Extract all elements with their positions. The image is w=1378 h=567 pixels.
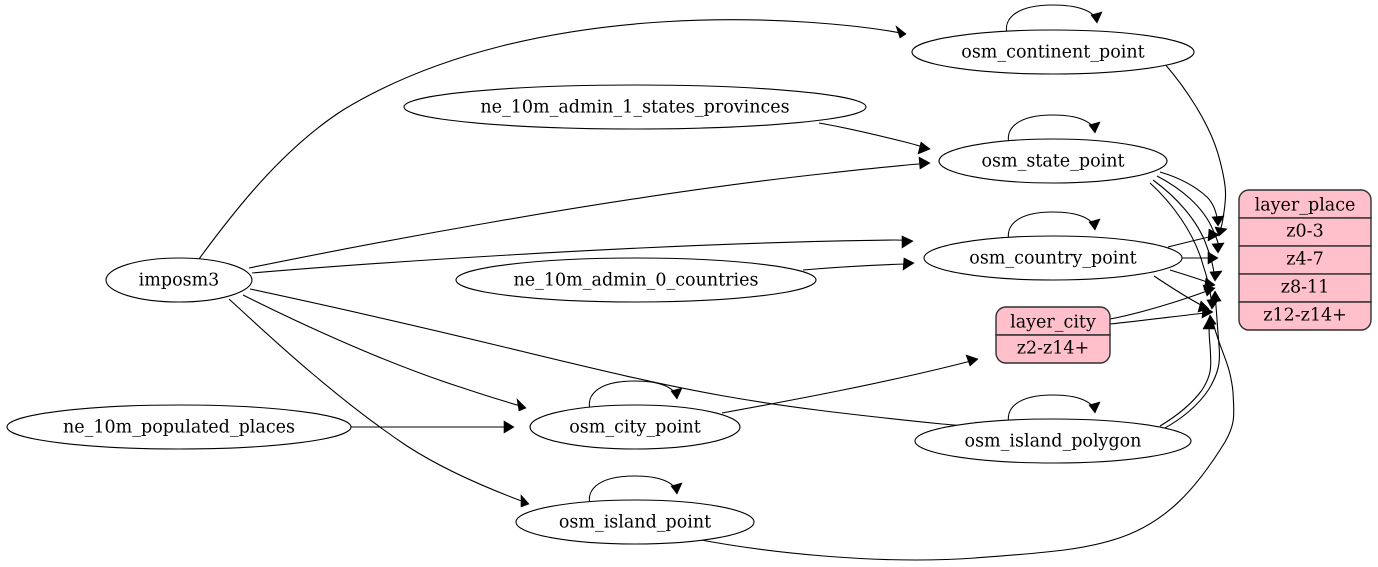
node-layer: imposm3 ne_10m_admin_1_states_provinces … [6,29,1195,545]
node-osm_island_polygon[interactable]: osm_island_polygon [914,418,1192,464]
self-loop-osm_continent_point [1005,4,1103,40]
edge-osm_island_polygon-to-layer_place-z8-11 [1162,290,1222,430]
edge-osm_island_point-to-layer_place-z12-z14+ [690,314,1235,561]
node-osm_island_point[interactable]: osm_island_point [515,499,755,545]
node-ne_10m_admin_0_countries[interactable]: ne_10m_admin_0_countries [455,257,817,303]
node-imposm3[interactable]: imposm3 [105,257,253,303]
edge-osm_state_point-to-layer_place-z4-7 [1156,175,1225,254]
self-loop-osm_island_polygon [1007,394,1101,430]
node-osm_continent_point[interactable]: osm_continent_point [911,29,1195,75]
edge-imposm3-to-osm_state_point [248,156,931,269]
edge-osm_city_point-to-layer_city-z2-z14+ [721,354,979,414]
edge-layer_city-to-layer_place-z8-11 [1109,284,1216,320]
node-osm_state_point[interactable]: osm_state_point [938,138,1168,184]
edge-ne_populated-to-osm_city_point [351,420,515,434]
self-loop-osm_city_point [588,380,683,416]
edge-layer [198,4,1235,561]
edge-ne_states-to-osm_state_point [818,122,931,155]
self-loop-osm_island_point [588,475,683,511]
edge-ne_countries-to-osm_country_point [802,257,915,271]
edge-imposm3-to-osm_island_point [228,298,530,508]
self-loop-osm_country_point [1007,211,1101,247]
edge-osm_country_point-to-layer_place-z0-3 [1167,228,1220,248]
edge-osm_island_polygon-to-layer_place-z12-z14+ [1159,317,1216,427]
edge-osm_country_point-to-layer_place-z4-7 [1181,251,1219,265]
edge-layer_city-to-layer_place-z12-z14+ [1109,305,1214,325]
edge-imposm3-to-osm_city_point [242,294,527,412]
edge-osm_country_point-to-layer_place-z12-z14+ [1153,275,1210,313]
node-ne_10m_admin_1_states_provinces[interactable]: ne_10m_admin_1_states_provinces [403,84,867,130]
node-osm_country_point[interactable]: osm_country_point [923,235,1183,281]
node-ne_10m_populated_places[interactable]: ne_10m_populated_places [6,404,352,450]
record-layer_place[interactable]: layer_place z0-3 z4-7 z8-11 z12-z14+ [1238,189,1372,331]
edge-osm_state_point-to-layer_place-z8-11 [1152,179,1223,282]
node-osm_city_point[interactable]: osm_city_point [529,404,741,450]
edge-imposm3-to-osm_continent_point [198,19,907,260]
edge-imposm3-to-osm_country_point [251,235,914,274]
record-layer_city[interactable]: layer_city z2-z14+ [995,306,1111,364]
self-loop-osm_state_point [1007,114,1101,150]
edge-osm_continent_point-to-layer_place-z0-3 [1163,62,1228,237]
edge-osm_state_point-to-layer_place-z0-3 [1159,171,1225,227]
